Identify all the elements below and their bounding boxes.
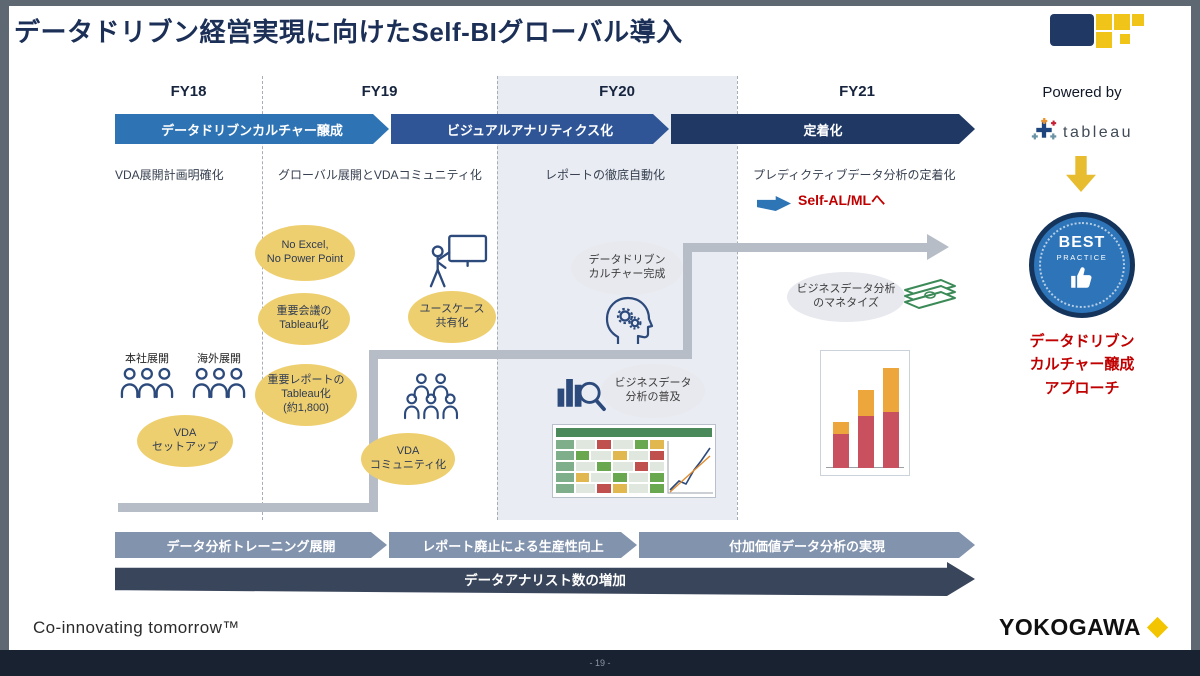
- tableau-logo: tableau: [1000, 118, 1164, 147]
- column-header-fy19: FY19: [361, 82, 398, 100]
- caption-line: アプローチ: [1044, 379, 1120, 397]
- note-fy19: グローバル展開とVDAコミュニティ化: [278, 168, 482, 182]
- chart-magnifier-icon: [556, 368, 606, 417]
- dashboard-mini-chart: [667, 440, 713, 494]
- column-divider: [262, 76, 263, 520]
- page-number: - 19 -: [589, 658, 611, 668]
- column-divider: [497, 76, 498, 520]
- phase-arrow-visual-analytics: ビジュアルアナリティクス化: [391, 114, 669, 144]
- people-group-icon: [120, 366, 174, 404]
- column-header-fy21: FY21: [839, 82, 875, 100]
- kaigai-label: 海外展開: [197, 353, 241, 365]
- caption-line: データドリブン: [1029, 333, 1135, 350]
- corporate-slogan: Co-innovating tomorrow™: [33, 618, 240, 637]
- badge-practice-label: PRACTICE: [1056, 252, 1108, 262]
- column-divider: [737, 76, 738, 520]
- bubble-line: VDA: [173, 427, 197, 440]
- bubble-line: Tableau化: [281, 388, 331, 401]
- growth-bar-chart: [820, 350, 910, 476]
- community-people-icon: [400, 372, 462, 427]
- deco-yellow-square: [1114, 14, 1130, 30]
- step-arrow-segment: [683, 243, 692, 359]
- tableau-mark-icon: [1031, 118, 1057, 147]
- bar-1: [833, 422, 849, 468]
- deco-navy-square: [1050, 14, 1094, 46]
- step-arrow-head: [927, 234, 949, 260]
- vda-setup-bubble: VDA セットアップ: [137, 415, 233, 467]
- bottom-arrow-value-analysis: 付加価値データ分析の実現: [639, 532, 975, 558]
- deco-yellow-square: [1132, 14, 1144, 26]
- thumbs-up-icon: [1069, 265, 1095, 296]
- bubble-line: データドリブン: [588, 254, 666, 267]
- meeting-tableau-bubble: 重要会議の Tableau化: [258, 293, 350, 345]
- culture-complete-bubble: データドリブン カルチャー完成: [571, 241, 683, 295]
- approach-caption: データドリブン カルチャー醸成 アプローチ: [998, 330, 1166, 400]
- dashboard-illustration: [552, 424, 716, 498]
- report-tableau-bubble: 重要レポートの Tableau化 (約1,800): [255, 364, 357, 426]
- bottom-arrow-productivity: レポート廃止による生産性向上: [389, 532, 637, 558]
- step-arrow-segment: [369, 350, 692, 359]
- phase-arrow-culture: データドリブンカルチャー醸成: [115, 114, 389, 144]
- money-icon: [901, 268, 959, 317]
- badge-inner-ring: BEST PRACTICE: [1039, 222, 1125, 308]
- head-gears-icon: [600, 292, 656, 353]
- bubble-line: ユースケース: [419, 303, 485, 316]
- note-fy20: レポートの徹底自動化: [545, 168, 666, 182]
- bubble-line: No Excel,: [281, 239, 329, 252]
- step-arrow-segment: [683, 243, 929, 252]
- dashboard-table: [556, 440, 664, 495]
- deco-yellow-square: [1096, 32, 1112, 48]
- step-arrow-segment: [118, 503, 378, 512]
- bubble-line: 分析の普及: [625, 391, 681, 403]
- bubble-line: ビジネスデータ分析: [796, 283, 896, 296]
- bubble-line: セットアップ: [152, 441, 218, 453]
- page-title: データドリブン経営実現に向けたSelf-BIグローバル導入: [14, 17, 683, 47]
- biz-analysis-spread-bubble: ビジネスデータ 分析の普及: [601, 364, 705, 418]
- bubble-line: 重要レポートの: [267, 374, 345, 387]
- step-arrow-segment: [369, 350, 378, 512]
- presenter-icon: [426, 234, 488, 295]
- caption-line: カルチャー醸成: [1029, 356, 1135, 374]
- page-number-bar: - 19 -: [0, 650, 1200, 676]
- bubble-line: のマネタイズ: [813, 297, 879, 309]
- bubble-line: Tableau化: [279, 319, 329, 331]
- best-practice-badge: BEST PRACTICE: [1029, 212, 1135, 318]
- bubble-line: VDA: [396, 445, 420, 458]
- honsha-label: 本社展開: [125, 353, 169, 365]
- bar-2: [858, 390, 874, 468]
- deco-yellow-square: [1096, 14, 1112, 30]
- column-header-fy20: FY20: [599, 82, 635, 100]
- self-ml-label: Self-AL/MLへ: [798, 192, 886, 208]
- no-excel-bubble: No Excel, No Power Point: [255, 225, 355, 281]
- people-group-icon: [192, 366, 246, 404]
- bubble-line: 共有化: [435, 317, 469, 329]
- deco-yellow-square: [1120, 34, 1130, 44]
- brand-name: YOKOGAWA: [998, 614, 1141, 640]
- bubble-line: コミュニティ化: [369, 459, 447, 471]
- note-fy18: VDA展開計画明確化: [115, 168, 224, 182]
- phase-arrow-adoption: 定着化: [671, 114, 975, 144]
- bubble-line: ビジネスデータ: [614, 377, 692, 390]
- bottom-arrow-training: データ分析トレーニング展開: [115, 532, 387, 558]
- bubble-line: (約1,800): [283, 401, 329, 414]
- monetize-bubble: ビジネスデータ分析 のマネタイズ: [787, 272, 905, 322]
- brand-diamond-icon: [1146, 616, 1169, 639]
- bubble-line: No Power Point: [266, 253, 344, 265]
- dashboard-header: [556, 428, 712, 437]
- bubble-line: 重要会議の: [276, 305, 332, 318]
- bubble-line: カルチャー完成: [588, 268, 666, 280]
- powered-by-label: Powered by: [1042, 84, 1122, 101]
- note-fy21: プレディクティブデータ分析の定着化: [753, 168, 956, 182]
- column-header-fy18: FY18: [170, 82, 207, 100]
- brand-lockup: YOKOGAWA: [950, 614, 1169, 641]
- vda-community-bubble: VDA コミュニティ化: [361, 433, 455, 485]
- usecase-bubble: ユースケース 共有化: [408, 291, 496, 343]
- tableau-wordmark: tableau: [1063, 123, 1133, 141]
- bar-3: [883, 368, 899, 468]
- badge-best-label: BEST: [1058, 233, 1106, 251]
